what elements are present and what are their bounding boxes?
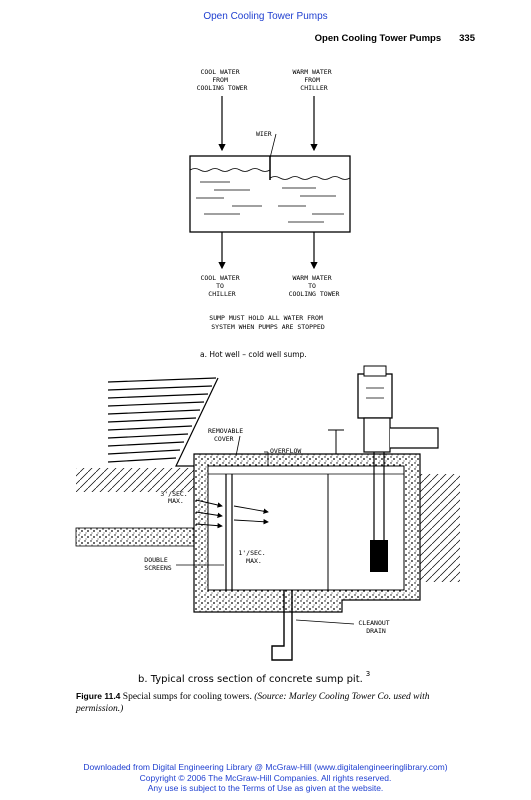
sump-note: SUMP MUST HOLD ALL WATER FROM SYSTEM WHE…	[209, 314, 326, 331]
caption-text: Special sumps for cooling towers.	[122, 692, 252, 702]
running-header: Open Cooling Tower Pumps 335	[315, 33, 475, 44]
running-title: Open Cooling Tower Pumps	[314, 33, 442, 44]
figure-11-4-drawing: COOL WATER FROM COOLING TOWER WARM WATER…	[75, 68, 460, 685]
label-wier: WIER	[256, 130, 272, 138]
figure-a-hot-cold-well: COOL WATER FROM COOLING TOWER WARM WATER…	[189, 68, 351, 359]
label-removable-cover: REMOVABLE COVER	[208, 427, 247, 443]
download-footer: Downloaded from Digital Engineering Libr…	[0, 762, 531, 794]
label-warm-water-from-chiller: WARM WATER FROM CHILLER	[292, 68, 335, 92]
label-double-screens: DOUBLE SCREENS	[144, 556, 171, 572]
figure-b-sump-pit: REMOVABLE COVER OVERFLOW 3'/SEC. MAX. 1'…	[75, 365, 460, 685]
pump-bowl	[370, 540, 388, 572]
cleanout-drain-pipe	[271, 590, 293, 661]
ground-right	[420, 474, 460, 582]
tower-louvers	[107, 377, 217, 463]
pump-motor	[357, 373, 393, 419]
figure-caption: Figure 11.4 Special sumps for cooling to…	[76, 690, 476, 715]
footer-line-3: Any use is subject to the Terms of Use a…	[147, 783, 384, 793]
flow-arrows	[195, 499, 269, 529]
footer-line-2: Copyright © 2006 The McGraw-Hill Compani…	[139, 772, 392, 783]
label-cleanout-drain: CLEANOUT DRAIN	[358, 619, 393, 635]
subcaption-a: a. Hot well – cold well sump.	[200, 350, 307, 359]
label-1-ft-per-sec: 1'/SEC. MAX.	[238, 549, 269, 565]
subcaption-b: b. Typical cross section of concrete sum…	[138, 670, 370, 685]
figure-number: Figure 11.4	[76, 691, 121, 701]
label-cool-water-from-tower: COOL WATER FROM COOLING TOWER	[197, 68, 248, 92]
ground-left	[76, 468, 194, 492]
label-3-ft-per-sec: 3'/SEC. MAX.	[160, 490, 191, 505]
label-cool-water-to-chiller: COOL WATER TO CHILLER	[200, 274, 243, 298]
label-overflow: OVERFLOW	[270, 447, 301, 455]
footer-line-1[interactable]: Downloaded from Digital Engineering Libr…	[83, 762, 448, 772]
page-number: 335	[459, 33, 475, 44]
pump-discharge-pipe	[390, 427, 439, 449]
caption-source: (Source: Marley Cooling Tower Co. used w…	[76, 692, 430, 714]
top-source-link[interactable]: Open Cooling Tower Pumps	[203, 11, 328, 22]
label-warm-water-to-tower: WARM WATER TO COOLING TOWER	[289, 274, 340, 298]
